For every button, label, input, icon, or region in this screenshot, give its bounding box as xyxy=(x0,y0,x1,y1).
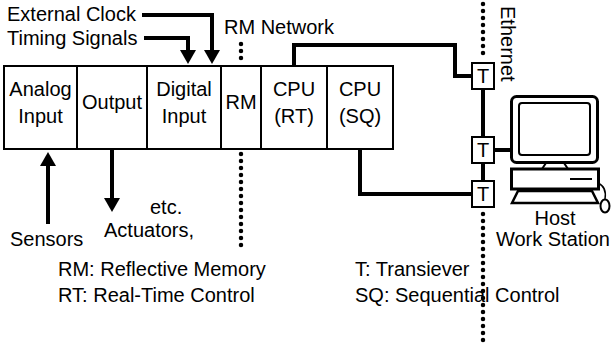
output-module: Output xyxy=(76,65,148,150)
cpu-rt-module: CPU (RT) xyxy=(260,65,328,150)
ethernet-connector xyxy=(481,164,485,180)
keyboard xyxy=(512,191,598,203)
module-label: CPU (RT) xyxy=(273,76,315,130)
workstation-label: Host xyxy=(510,207,600,229)
actuator-arrow xyxy=(104,150,120,212)
mouse xyxy=(601,200,610,213)
cpu-sq-module: CPU (SQ) xyxy=(326,65,394,150)
ethernet-connector xyxy=(495,148,510,152)
actuator-arrow-shaft xyxy=(110,150,114,200)
signal-label: External Clock xyxy=(7,3,136,25)
digital-input-module: Digital Input xyxy=(146,65,222,150)
timing-arrow-head xyxy=(180,50,196,64)
io-label: Sensors xyxy=(10,228,83,250)
actuator-arrow-head xyxy=(104,198,120,212)
sensor-arrow xyxy=(40,152,56,224)
io-label: Actuators, xyxy=(104,219,194,241)
ethernet-connector xyxy=(481,90,485,136)
io-label: etc. xyxy=(150,196,182,218)
module-label: CPU (SQ) xyxy=(339,76,381,130)
timing-arrow-shaft xyxy=(144,38,188,52)
module-label: Output xyxy=(82,89,142,116)
clock-arrow-head xyxy=(204,50,220,64)
ethernet-connector xyxy=(360,150,471,194)
network-label: Ethernet xyxy=(497,6,519,82)
ethernet-line xyxy=(481,214,486,346)
timing-arrow xyxy=(144,38,196,64)
monitor-screen xyxy=(519,103,590,155)
transceiver-box: T xyxy=(471,136,495,164)
workstation-label: Work Station xyxy=(496,228,610,250)
analog-input-module: Analog Input xyxy=(3,65,78,150)
host-workstation: HostWork Station xyxy=(510,95,600,205)
rm-network-line xyxy=(239,44,244,62)
drive-slot xyxy=(570,178,592,180)
module-label: Analog Input xyxy=(9,76,71,130)
module-label: Digital Input xyxy=(156,76,212,130)
rm-network-line xyxy=(239,154,244,250)
computer-case xyxy=(512,169,599,189)
sensor-arrow-head xyxy=(40,152,56,166)
monitor-frame xyxy=(512,97,598,163)
mouse-cord xyxy=(598,183,605,199)
network-label: RM Network xyxy=(224,16,334,38)
transceiver-label: T xyxy=(477,138,489,162)
transceiver-box: T xyxy=(471,180,495,208)
transceiver-label: T xyxy=(477,64,489,88)
abbreviation-note: SQ: Sequential Control xyxy=(355,284,560,306)
abbreviation-note: RT: Real-Time Control xyxy=(58,284,255,306)
signal-label: Timing Signals xyxy=(7,27,137,49)
reflective-memory-module: RM xyxy=(220,65,262,150)
ethernet-line xyxy=(481,4,486,58)
module-label: RM xyxy=(225,89,256,116)
clock-arrow-shaft xyxy=(142,15,212,52)
sensor-arrow-shaft xyxy=(46,164,50,224)
transceiver-label: T xyxy=(477,182,489,206)
workstation-icon xyxy=(510,95,600,205)
clock-arrow xyxy=(142,15,220,64)
transceiver-box: T xyxy=(471,62,495,90)
abbreviation-note: RM: Reflective Memory xyxy=(58,258,266,280)
abbreviation-note: T: Transiever xyxy=(355,258,469,280)
